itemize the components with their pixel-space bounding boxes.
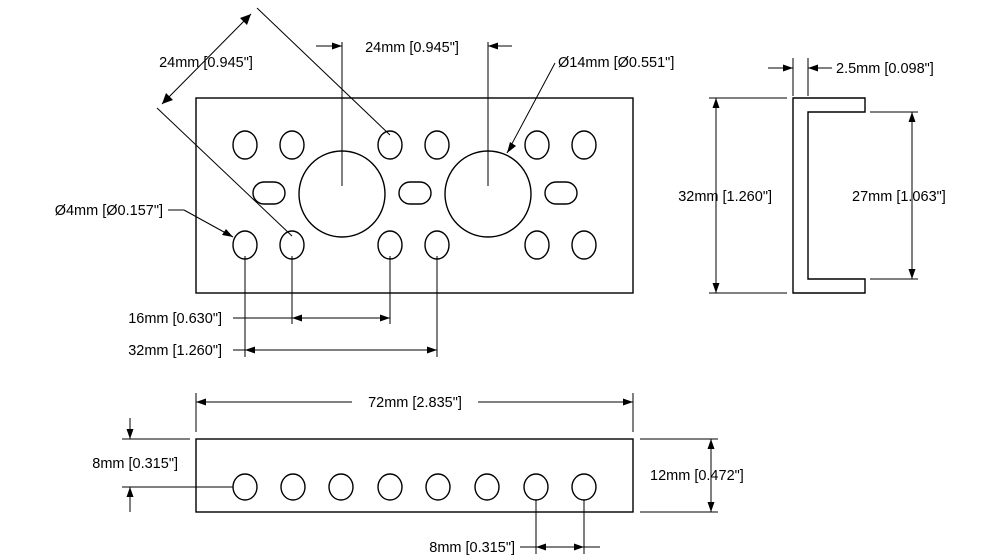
flange-holes [232, 473, 597, 501]
channel-profile [792, 97, 866, 294]
small-hole [377, 130, 403, 160]
dim-top-spacing [316, 42, 512, 186]
dim-side-outer-height [709, 97, 787, 294]
dim-diagonal-spacing [156, 7, 391, 237]
label-flange-hole-pitch: 8mm [0.315"] [429, 540, 515, 556]
small-hole [524, 230, 550, 260]
flange-hole [474, 473, 500, 501]
front-view [156, 7, 634, 357]
label-16mm: 16mm [0.630"] [128, 311, 222, 327]
flange-hole [425, 473, 451, 501]
side-view [709, 58, 918, 294]
dimension-labels: 24mm [0.945"] 24mm [0.945"] Ø14mm [Ø0.55… [55, 40, 946, 556]
leader-small-hole [168, 209, 234, 238]
label-wall-thickness: 2.5mm [0.098"] [836, 61, 934, 77]
flange-hole [377, 473, 403, 501]
label-top-spacing: 24mm [0.945"] [365, 40, 459, 56]
small-holes-top-row [232, 130, 597, 160]
label-side-outer-height: 32mm [1.260"] [678, 189, 772, 205]
dim-flange-hole-pitch [520, 500, 600, 554]
slot [252, 181, 286, 205]
bottom-view [122, 393, 718, 554]
small-hole [571, 130, 597, 160]
dim-edge-offset [122, 418, 233, 512]
dim-wall-thickness [768, 58, 832, 96]
dim-16mm [233, 256, 391, 324]
label-large-hole-dia: Ø14mm [Ø0.551"] [558, 55, 674, 71]
leader-large-hole [506, 62, 556, 154]
label-diag-spacing: 24mm [0.945"] [159, 55, 253, 71]
slots-middle-row [252, 181, 578, 205]
label-32mm: 32mm [1.260"] [128, 343, 222, 359]
dim-32mm [233, 256, 438, 357]
slot [398, 181, 432, 205]
flange-hole [280, 473, 306, 501]
front-plate-outline [195, 97, 634, 294]
label-side-inner-height: 27mm [1.063"] [852, 189, 946, 205]
label-flange-height: 12mm [0.472"] [650, 468, 744, 484]
slot [544, 181, 578, 205]
small-hole [524, 130, 550, 160]
small-hole [232, 130, 258, 160]
small-hole [279, 130, 305, 160]
dim-side-inner-height [870, 111, 918, 280]
label-overall-length: 72mm [2.835"] [368, 395, 462, 411]
small-hole [424, 130, 450, 160]
label-small-hole-dia: Ø4mm [Ø0.157"] [55, 203, 163, 219]
label-edge-offset: 8mm [0.315"] [92, 456, 178, 472]
dim-flange-height [640, 438, 718, 513]
flange-hole [328, 473, 354, 501]
flange-outline [195, 438, 634, 513]
small-hole [571, 230, 597, 260]
